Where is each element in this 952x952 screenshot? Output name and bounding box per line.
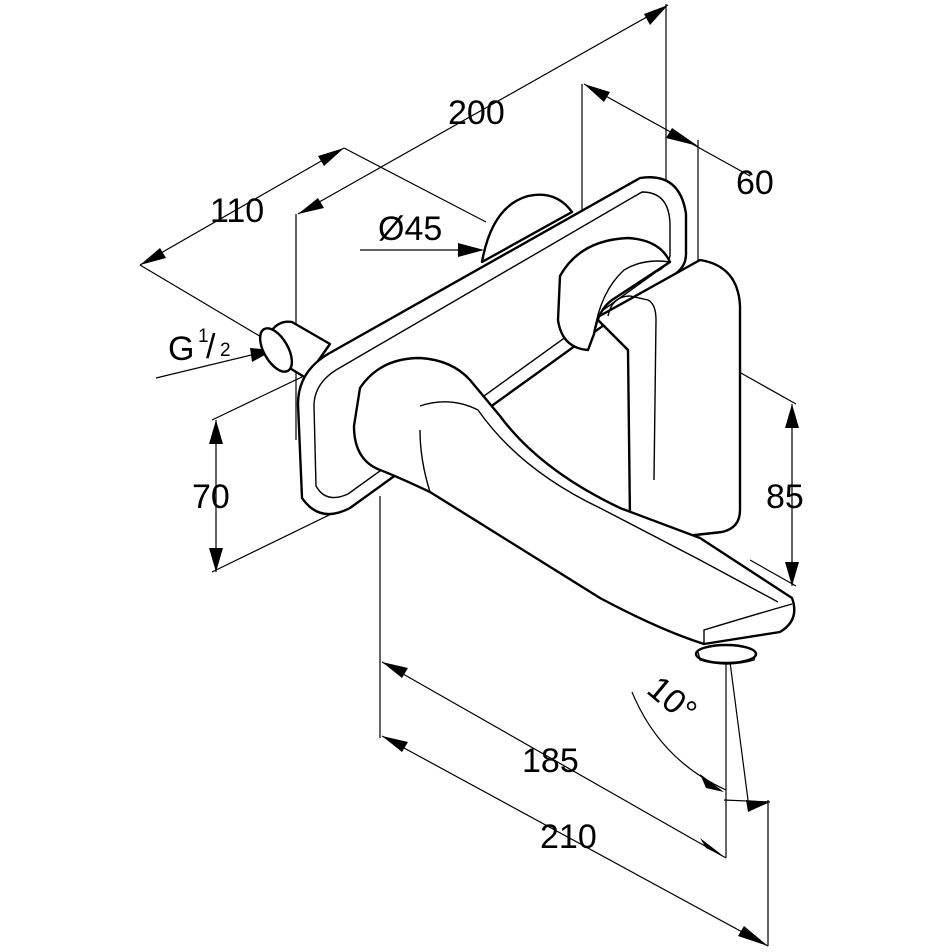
arrow-85-bottom: [785, 562, 799, 586]
spout-underside: [419, 429, 431, 493]
lever-cap: [556, 236, 672, 352]
arrow-angle-right: [746, 800, 770, 812]
spout: [352, 356, 796, 646]
arrow-70-bottom: [209, 548, 223, 572]
dim-60-line: [583, 83, 751, 177]
label-110: 110: [210, 192, 264, 230]
faucet-body: [258, 176, 796, 665]
inlet-stub-end: [258, 327, 294, 373]
arrow-110-right: [318, 148, 344, 166]
arrow-185-right: [700, 838, 726, 858]
spout-top-edge: [419, 401, 779, 603]
label-thread-numerator: 1: [198, 326, 209, 347]
dim-angle-line-a: [729, 661, 749, 801]
arrow-85-top: [785, 404, 799, 428]
label-angle: 10°: [640, 669, 704, 731]
arrow-60-left: [584, 84, 610, 102]
aerator-ring: [697, 651, 757, 665]
arrow-110-left: [140, 248, 166, 265]
label-thread-letter: G: [168, 330, 194, 368]
dim-angle-arc: [631, 691, 727, 791]
arrow-200-left: [298, 198, 324, 214]
aerator: [694, 643, 758, 665]
arrow-200-right: [644, 5, 668, 25]
arrow-heads: [140, 5, 799, 946]
arrow-diameter: [458, 243, 484, 257]
arrow-210-left: [382, 736, 408, 752]
label-thread-slash: /: [206, 328, 216, 366]
lever-cap-inner: [593, 260, 671, 335]
rosette-disc: [480, 193, 574, 264]
dim-85-ext-bottom: [749, 559, 797, 587]
label-diameter: Ø45: [378, 210, 442, 248]
label-thread-denominator: 2: [220, 340, 231, 361]
dim-110-line: [139, 147, 345, 266]
arrow-angle-left: [700, 774, 724, 792]
label-200: 200: [448, 94, 505, 132]
label-185: 185: [522, 742, 579, 780]
spout-tip-lower: [703, 603, 793, 644]
arrow-185-left: [382, 662, 408, 678]
lever-face: [607, 295, 657, 481]
label-60: 60: [736, 164, 774, 202]
arrow-70-top: [209, 420, 223, 444]
arrow-210-right: [738, 926, 768, 946]
dim-110-ext-right: [343, 147, 487, 223]
mounting-plate-inner-edge: [313, 191, 671, 499]
label-85: 85: [766, 478, 804, 516]
label-70: 70: [192, 478, 230, 516]
dim-185-line: [381, 661, 727, 859]
dim-200-line: [297, 4, 669, 215]
arrow-60-right: [666, 128, 698, 146]
dim-210-line: [381, 735, 769, 947]
dimension-labels: 200 60 110 Ø45 G 1 / 2 70 85 185 210 10°: [168, 94, 804, 856]
label-210: 210: [540, 818, 597, 856]
